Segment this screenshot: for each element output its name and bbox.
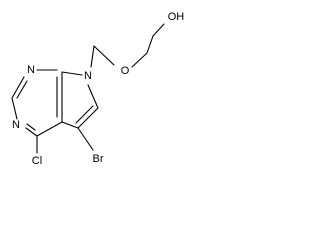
molecule-canvas: N N N O OH Cl Br	[0, 0, 202, 187]
bond-c5-c4a	[61, 121, 79, 129]
atom-cl: Cl	[32, 155, 42, 167]
atom-n7: N	[84, 70, 92, 82]
atom-br: Br	[93, 153, 104, 165]
bond-n7-ch2	[90, 45, 95, 68]
bond-c7a-n7	[61, 71, 83, 76]
bond-c4-n3	[25, 127, 38, 137]
bond-c2-n1-double	[16, 80, 28, 99]
bond-c2-n1	[11, 76, 25, 99]
bond-n3-c2	[11, 97, 18, 120]
atom-oh: OH	[168, 11, 185, 23]
bond-c4a-c4	[36, 121, 63, 137]
atom-o-ether: O	[121, 65, 130, 77]
bond-c6-c5-double	[75, 105, 94, 124]
atom-n1: N	[27, 64, 35, 76]
bond-n7-c6	[87, 84, 99, 109]
bond-ch2b-oh	[152, 23, 165, 37]
bond-ch2a-ch2b	[146, 35, 154, 54]
bond-c5-br	[77, 127, 94, 151]
bond-o-ch2a	[131, 52, 148, 68]
bond-c4-n3-double	[26, 123, 36, 131]
bond-c6-c5	[77, 107, 99, 129]
atom-n3: N	[12, 119, 20, 131]
bond-ch2-o	[93, 45, 115, 66]
structure-drawing: N N N O OH Cl Br	[11, 11, 185, 167]
